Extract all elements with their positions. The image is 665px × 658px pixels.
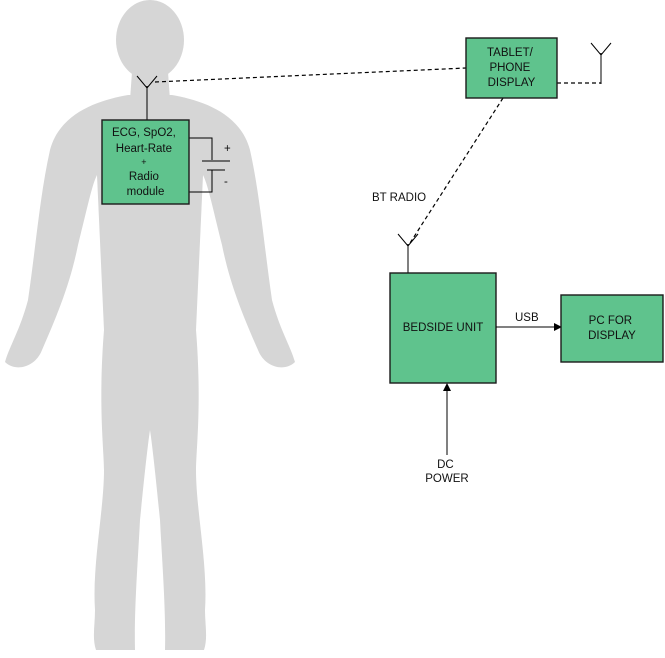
tablet-label-line: DISPLAY (488, 77, 536, 89)
sensor-label-line: ECG, SpO2, (112, 127, 176, 139)
sensor-label-line: Heart-Rate (116, 143, 172, 155)
pc-label-line: DISPLAY (588, 330, 636, 342)
pc-for-display: PC FOR DISPLAY (560, 294, 664, 363)
dc-power-label-line: POWER (425, 473, 468, 485)
sensor-radio-module: ECG, SpO2, Heart-Rate + Radio module (101, 119, 190, 205)
sensor-label-line: module (127, 186, 165, 198)
sensor-label-line: + (141, 157, 146, 167)
svg-text:PC FOR DISPLAY: PC FOR DISPLAY (588, 315, 636, 342)
bedside-unit: BEDSIDE UNIT (389, 272, 497, 384)
dc-power-label-line: DC (437, 459, 454, 471)
sensor-label-line: Radio (129, 171, 159, 183)
usb-label: USB (515, 312, 539, 324)
radio-link-sensor-tablet (154, 67, 467, 83)
bt-radio-label: BT RADIO (372, 192, 426, 204)
battery-plus-label: + (224, 143, 231, 155)
antenna-icon (590, 42, 612, 84)
antenna-icon (136, 75, 158, 120)
tablet-label-line: PHONE (489, 62, 530, 74)
pc-label-line: PC FOR (589, 315, 632, 327)
svg-text:TABLET/ PHONE DISP: TABLET/ PHONE DISPLAY (487, 47, 536, 89)
radio-link-tablet-bedside (409, 97, 504, 244)
battery-icon (189, 137, 230, 193)
tablet-label-line: TABLET/ (487, 47, 534, 59)
svg-text:ECG, SpO2, Heart-Rate: ECG, SpO2, Heart-Rate + Radio module (112, 127, 179, 198)
svg-text:DC POWER: DC POWER (425, 459, 468, 485)
battery-minus-label: - (224, 176, 228, 188)
antenna-icon (397, 233, 419, 273)
tablet-phone-display: TABLET/ PHONE DISPLAY (465, 37, 558, 99)
human-silhouette-icon (5, 0, 295, 650)
bedside-label: BEDSIDE UNIT (403, 322, 484, 334)
